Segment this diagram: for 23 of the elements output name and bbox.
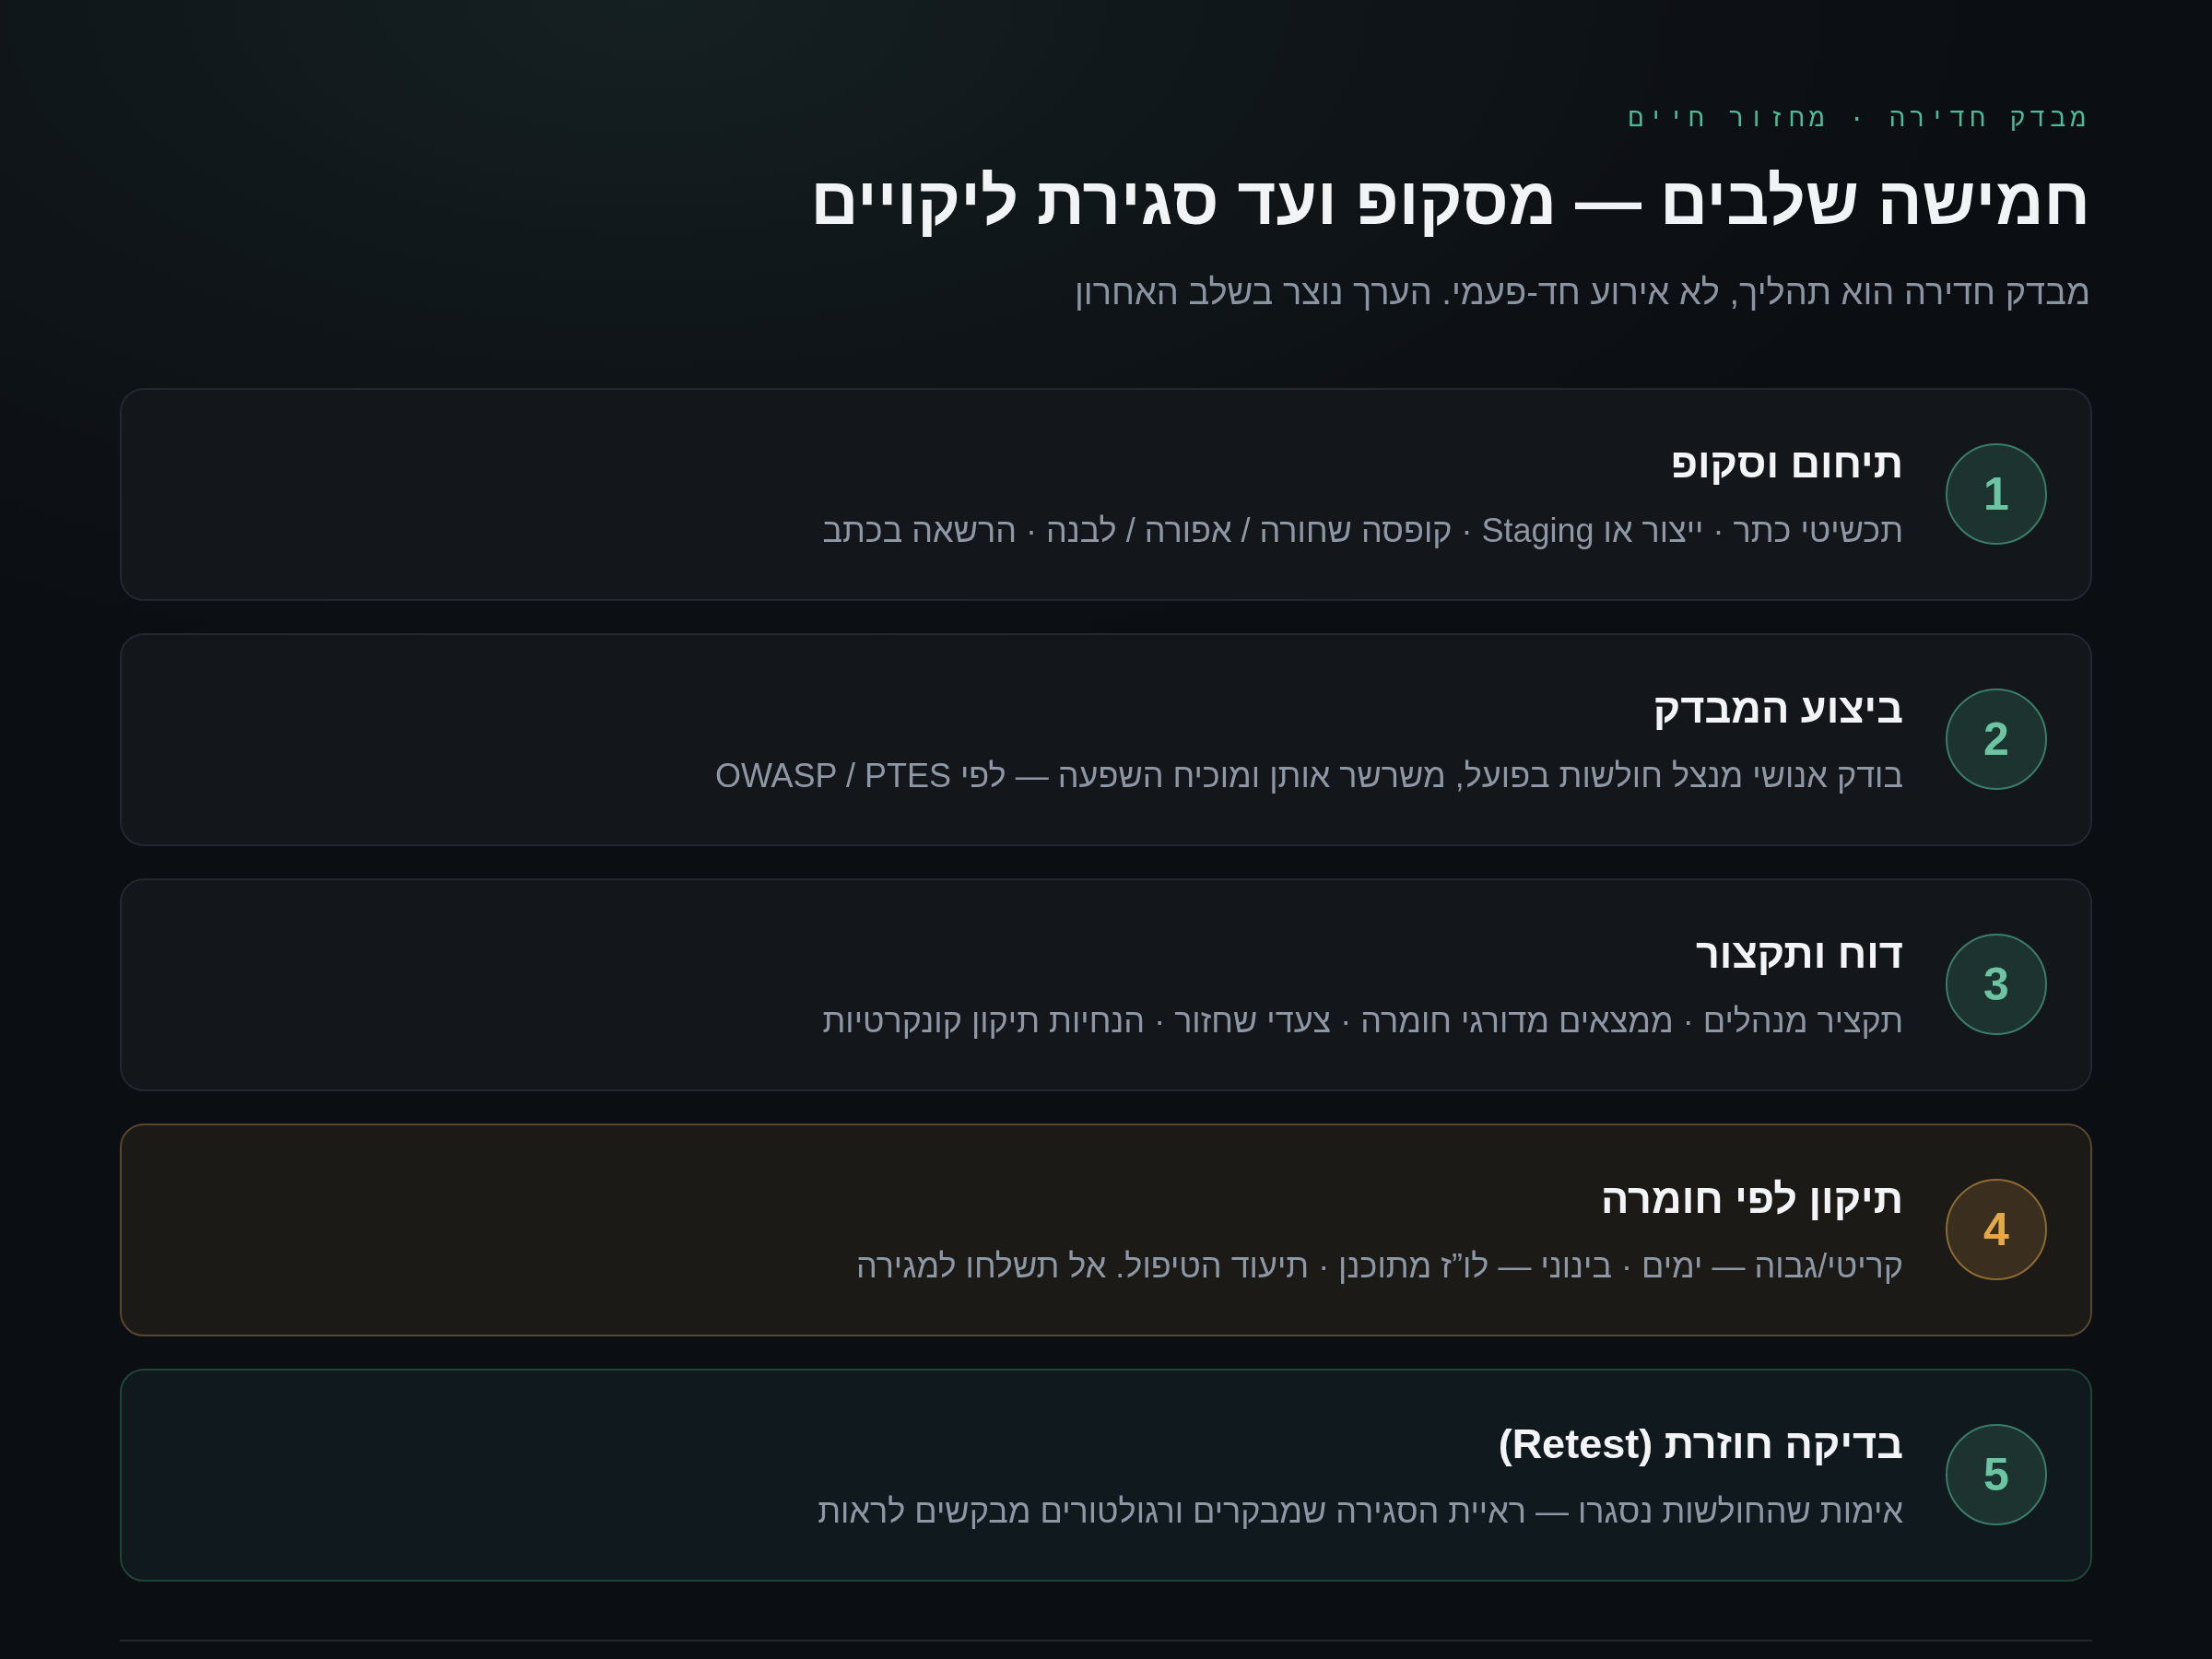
- section-label: מבדק חדירה · מחזור חיים: [1628, 104, 2090, 135]
- step-number: 4: [1946, 1179, 2047, 1280]
- step-card: [120, 633, 2092, 846]
- step-card: [120, 878, 2092, 1091]
- step-number: 2: [1946, 688, 2047, 790]
- step-description: קריטי/גבוה — ימים · בינוני — לו”ז מתוכנן · תיעוד הטיפול. אל תשלחו למגירה: [855, 1246, 1903, 1287]
- step-description: בודק אנושי מנצל חולשות בפועל, משרשר אותן ומוכיח השפעה — לפי OWASP / PTES: [714, 756, 1903, 796]
- step-card: [120, 1124, 2092, 1336]
- step-number: 5: [1946, 1424, 2047, 1525]
- step-number: 3: [1946, 934, 2047, 1035]
- subtitle: מבדק חדירה הוא תהליך, לא אירוע חד-פעמי. הערך נוצר בשלב האחרון: [1074, 272, 2090, 313]
- step-card: [120, 388, 2092, 601]
- title: חמישה שלבים — מסקופ ועד סגירת ליקויים: [810, 163, 2090, 240]
- step-number: 1: [1946, 443, 2047, 545]
- step-title: דוח ותקצור: [1695, 929, 1903, 979]
- step-card: [120, 1369, 2092, 1582]
- step-title: ביצוע המבדק: [1653, 684, 1903, 734]
- step-description: תכשיטי כתר · ייצור או Staging · קופסה שחורה / אפורה / לבנה · הרשאה בכתב: [822, 511, 1903, 551]
- step-title: תיחום וסקופ: [1670, 439, 1903, 488]
- step-title: תיקון לפי חומרה: [1601, 1174, 1903, 1224]
- step-description: תקציר מנהלים · ממצאים מדורגי חומרה · צעדי שחזור · הנחיות תיקון קונקרטיות: [822, 1001, 1903, 1041]
- step-title: בדיקה חוזרת (Retest): [1498, 1419, 1903, 1469]
- step-description: אימות שהחולשות נסגרו — ראיית הסגירה שמבקרים ורגולטורים מבקשים לראות: [818, 1491, 1903, 1532]
